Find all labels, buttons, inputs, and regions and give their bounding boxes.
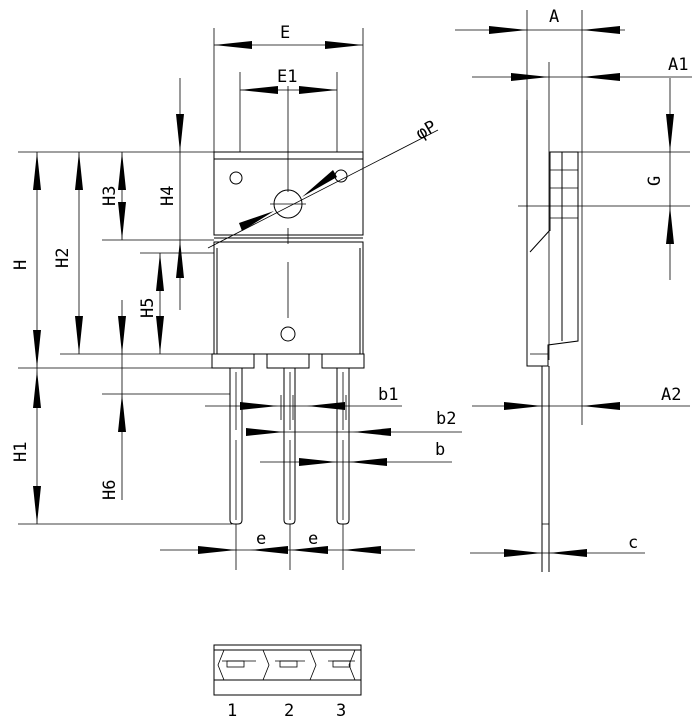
body-hole bbox=[280, 326, 296, 342]
bottom-view: 1 2 3 bbox=[213, 644, 362, 721]
label-A: A bbox=[549, 7, 559, 27]
tab-body bbox=[213, 151, 364, 236]
lead-shoulder-2 bbox=[266, 353, 310, 369]
pin-number-1: 1 bbox=[227, 701, 237, 721]
label-H1: H1 bbox=[11, 442, 31, 462]
label-A1: A1 bbox=[668, 55, 688, 75]
label-A2: A2 bbox=[661, 385, 681, 405]
mount-hole-left bbox=[229, 171, 243, 185]
pin-1-section bbox=[226, 660, 245, 668]
label-G: G bbox=[645, 176, 665, 186]
dimension-labels: E E1 φP H H1 H2 H3 H4 H5 H6 A A1 A2 G b1… bbox=[11, 7, 688, 553]
label-e-left: e bbox=[256, 529, 266, 549]
side-view bbox=[455, 10, 692, 572]
lead-2 bbox=[283, 368, 296, 525]
package-body bbox=[213, 241, 364, 355]
label-b1: b1 bbox=[378, 385, 398, 405]
label-c: c bbox=[628, 533, 638, 553]
label-H6: H6 bbox=[100, 480, 120, 500]
pin-number-2: 2 bbox=[284, 701, 294, 721]
label-b: b bbox=[435, 440, 445, 460]
dimension-arrows bbox=[33, 26, 674, 557]
label-phiP: φP bbox=[413, 117, 441, 145]
label-H4: H4 bbox=[158, 186, 178, 206]
pin-3-section bbox=[332, 660, 351, 668]
label-H2: H2 bbox=[53, 248, 73, 268]
label-e-right: e bbox=[308, 529, 318, 549]
label-H: H bbox=[11, 260, 31, 270]
pin-2-section bbox=[279, 660, 298, 668]
label-H3: H3 bbox=[100, 186, 120, 206]
label-E1: E1 bbox=[277, 67, 297, 87]
pin-number-3: 3 bbox=[336, 701, 346, 721]
label-b2: b2 bbox=[436, 409, 456, 429]
front-view bbox=[18, 28, 462, 570]
label-E: E bbox=[280, 23, 290, 43]
bottom-outline bbox=[213, 644, 362, 696]
label-H5: H5 bbox=[138, 298, 158, 318]
lead-shoulder-3 bbox=[321, 353, 365, 369]
lead-shoulder-1 bbox=[211, 353, 255, 369]
